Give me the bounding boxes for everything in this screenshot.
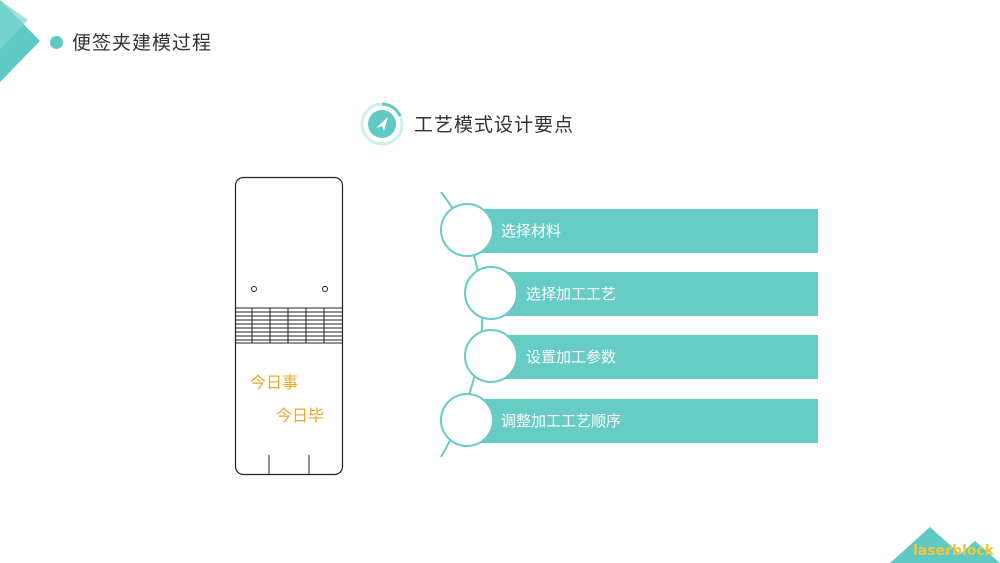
page-title: 便签夹建模过程 [72, 32, 213, 54]
step-circle-3 [464, 329, 518, 383]
step-bar-3: 设置加工参数 [498, 335, 818, 379]
step-label-2: 选择加工工艺 [526, 285, 617, 303]
title-bullet [50, 36, 63, 49]
corner-decoration [0, 0, 40, 82]
note-clip-drawing [234, 176, 344, 476]
step-circle-4 [440, 393, 494, 447]
step-circle-2 [464, 266, 518, 320]
step-bar-4: 调整加工工艺顺序 [474, 399, 818, 443]
step-label-3: 设置加工参数 [526, 348, 617, 366]
clip-text-line1: 今日事 [250, 373, 299, 392]
step-label-1: 选择材料 [501, 222, 562, 240]
clip-text-line2: 今日毕 [276, 406, 325, 425]
step-bar-1: 选择材料 [474, 209, 818, 253]
laserblock-logo: laserblock [912, 543, 994, 559]
section-title: 工艺模式设计要点 [414, 114, 575, 136]
paper-plane-icon [360, 102, 404, 146]
step-bar-2: 选择加工工艺 [498, 272, 818, 316]
step-label-4: 调整加工工艺顺序 [501, 412, 622, 430]
bottom-decoration [890, 527, 1000, 563]
step-circle-1 [440, 203, 494, 257]
